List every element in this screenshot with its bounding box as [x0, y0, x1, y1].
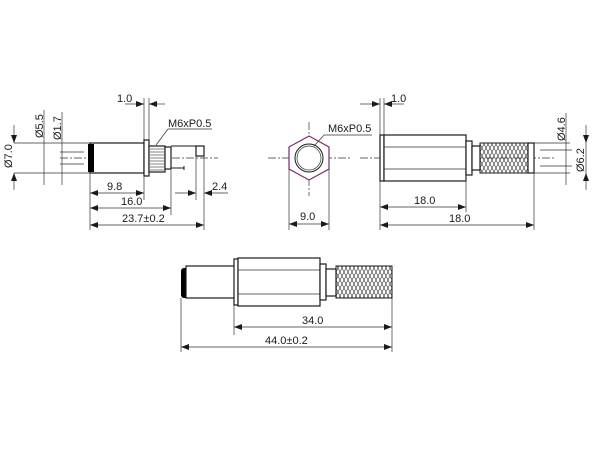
- knurl-grip: [479, 142, 533, 174]
- dim-handle-18-0-b: 18.0: [449, 213, 470, 225]
- assembly-hex-body: [237, 257, 321, 307]
- dim-44-0: 44.0±0.2: [265, 335, 308, 347]
- thread: [148, 145, 166, 173]
- view-end-nut: M6xP0.5 9.0: [268, 122, 372, 230]
- dim-dia-4-6: Ø4.6: [556, 117, 568, 141]
- dim-dia-1-7: Ø1.7: [52, 116, 64, 140]
- view-side-socket: Ø7.0 Ø5.5 Ø1.7 1.0 M6xP0.5 9.8 16.0 23.7…: [3, 93, 228, 230]
- view-side-handle: 1.0 Ø4.6 Ø6.2 18.0 18.0: [360, 93, 589, 230]
- dim-23-7: 23.7±0.2: [122, 213, 165, 225]
- assembly-knurl: [335, 265, 393, 299]
- dim-2-4: 2.4: [212, 181, 227, 193]
- socket-tip: [88, 144, 94, 172]
- nut-thread-label: M6xP0.5: [328, 123, 371, 135]
- dim-34-0: 34.0: [302, 315, 323, 327]
- dim-9-0: 9.0: [300, 211, 315, 223]
- dim-dia-6-2: Ø6.2: [575, 148, 587, 172]
- dim-dia-5-5: Ø5.5: [34, 114, 46, 138]
- dim-flange-1-0: 1.0: [117, 93, 132, 105]
- thread-label: M6xP0.5: [168, 118, 211, 130]
- socket-body: [89, 142, 145, 174]
- dim-dia-7-0: Ø7.0: [3, 144, 15, 168]
- dim-handle-18-0-a: 18.0: [414, 195, 435, 207]
- handle-hex-body: [383, 134, 467, 182]
- view-assembly: 34.0 44.0±0.2: [180, 257, 393, 352]
- dim-9-8: 9.8: [107, 181, 122, 193]
- dim-handle-1-0: 1.0: [391, 93, 406, 105]
- dim-16-0: 16.0: [121, 196, 142, 208]
